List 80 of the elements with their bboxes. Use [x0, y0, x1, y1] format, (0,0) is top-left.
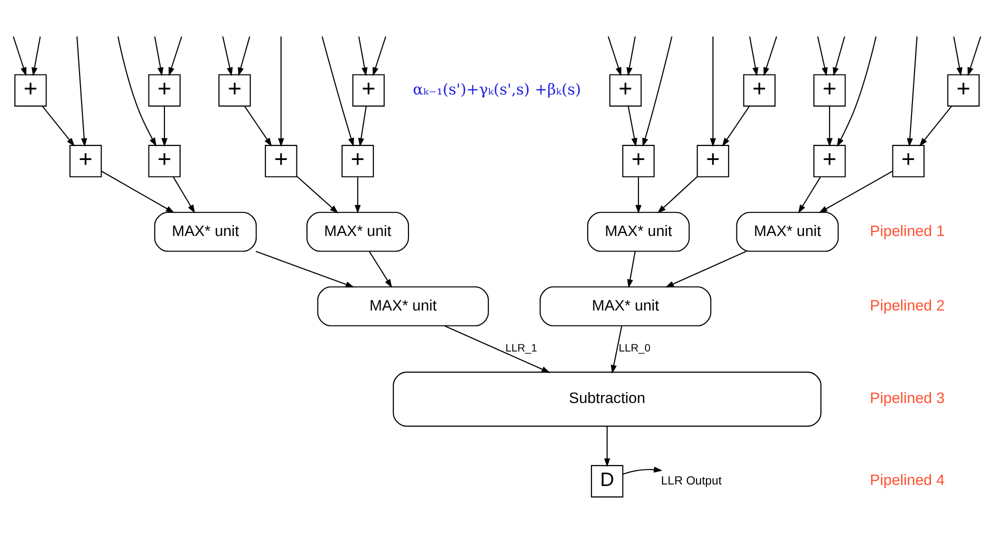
- arrow: [101, 170, 175, 214]
- node-box: MAX* unit: [154, 212, 257, 252]
- arrow: [665, 250, 746, 288]
- node-box: D: [590, 465, 624, 498]
- arrow: [296, 176, 338, 214]
- node-box: +: [14, 74, 47, 107]
- arrow: [161, 106, 168, 147]
- label: Pipelined 1: [870, 222, 945, 240]
- node-box: +: [892, 144, 925, 178]
- arrow: [32, 36, 41, 76]
- arrow: [12, 36, 26, 76]
- node-box: MAX* unit: [317, 286, 489, 326]
- node-box: MAX* unit: [540, 286, 712, 326]
- arrow: [627, 251, 636, 288]
- node-box: MAX* unit: [736, 212, 839, 252]
- label: αₖ₋₁(s')+γₖ(s',s) +βₖ(s): [412, 80, 582, 98]
- arrow: [919, 106, 952, 146]
- label: Pipelined 4: [870, 472, 945, 490]
- arrow: [368, 251, 392, 288]
- arrow: [444, 325, 550, 373]
- arrow: [354, 177, 361, 214]
- arrow: [154, 36, 164, 76]
- arrow: [953, 36, 962, 76]
- arrow: [764, 36, 778, 76]
- arrow: [610, 326, 622, 374]
- arrow: [256, 250, 354, 288]
- arrow: [222, 36, 233, 76]
- arrow: [826, 106, 833, 147]
- node-box: +: [218, 74, 251, 107]
- node-box: +: [148, 144, 181, 178]
- node-text: LLR Output: [661, 473, 722, 488]
- label: Pipelined 2: [870, 297, 945, 314]
- arrow: [238, 36, 250, 76]
- arrow: [722, 106, 750, 147]
- arrow: [749, 36, 758, 76]
- arrow: [372, 36, 386, 76]
- node-box: +: [743, 74, 776, 107]
- node-box: +: [264, 144, 298, 178]
- arrow: [832, 36, 846, 76]
- arrow: [76, 36, 88, 147]
- node-box: +: [696, 144, 730, 178]
- node-box: +: [622, 144, 655, 178]
- node-box: +: [813, 144, 846, 178]
- arrow: [906, 36, 918, 147]
- node-box: +: [342, 144, 374, 178]
- arrow: [358, 36, 368, 76]
- arrow: [358, 106, 367, 147]
- label: Pipelined 3: [870, 390, 945, 408]
- edge-label: LLR_1: [505, 342, 538, 355]
- arrow: [42, 106, 75, 146]
- arrow: [608, 36, 622, 76]
- arrow: [628, 106, 638, 147]
- node-box: +: [947, 74, 980, 107]
- node-box: +: [352, 74, 385, 107]
- arrow: [642, 36, 672, 147]
- arrow: [817, 36, 828, 76]
- node-box: +: [148, 74, 181, 107]
- arrow: [657, 176, 698, 214]
- node-box: Subtraction: [392, 372, 822, 427]
- edge-label: LLR_0: [618, 342, 651, 355]
- node-box: +: [69, 144, 102, 178]
- node-box: +: [609, 74, 642, 107]
- arrow: [710, 36, 716, 147]
- arrow: [118, 36, 156, 146]
- arrow: [626, 36, 636, 76]
- arrow: [968, 36, 982, 76]
- arrow: [168, 36, 182, 76]
- arrow: [818, 170, 893, 214]
- arrow: [604, 426, 610, 467]
- arrow: [322, 36, 354, 147]
- arrow: [244, 106, 272, 147]
- node-box: +: [813, 74, 846, 107]
- arrow: [172, 176, 196, 214]
- node-box: MAX* unit: [587, 212, 690, 252]
- arrow: [278, 36, 284, 147]
- node-box: MAX* unit: [306, 212, 409, 252]
- arrow: [635, 177, 642, 214]
- arrow: [798, 176, 821, 214]
- arrow: [622, 466, 662, 475]
- arrow: [836, 36, 876, 147]
